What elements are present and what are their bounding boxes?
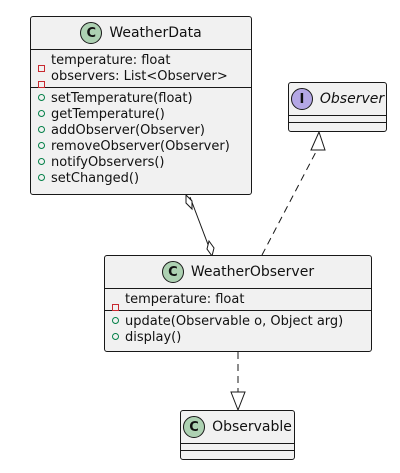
- class-badge-icon: C: [80, 22, 103, 44]
- class-header: C WeatherData: [31, 17, 251, 49]
- class-badge-icon: C: [161, 261, 184, 283]
- public-icon: [37, 138, 45, 154]
- method-row: update(Observable o, Object arg): [111, 313, 365, 329]
- class-header: C Observable: [181, 411, 294, 443]
- methods-section: [289, 122, 386, 129]
- field-text: temperature: float: [125, 291, 245, 307]
- class-name: WeatherObserver: [190, 264, 315, 280]
- method-text: display(): [125, 329, 182, 345]
- public-icon: [37, 154, 45, 170]
- method-text: setChanged(): [51, 170, 140, 186]
- field-text: temperature: float: [51, 52, 171, 68]
- method-text: setTemperature(float): [51, 90, 193, 106]
- field-row: temperature: float: [37, 52, 245, 72]
- class-weatherdata[interactable]: C WeatherData temperature: float observe…: [30, 16, 252, 195]
- public-icon: [111, 329, 119, 345]
- class-name: Observer: [319, 91, 385, 107]
- methods-section: setTemperature(float) getTemperature() a…: [31, 87, 251, 189]
- interface-observer[interactable]: I Observer: [288, 82, 387, 132]
- public-icon: [37, 122, 45, 138]
- method-row: removeObserver(Observer): [37, 138, 245, 154]
- public-icon: [37, 170, 45, 186]
- class-name: Observable: [212, 419, 292, 435]
- class-badge-icon: C: [183, 416, 206, 438]
- public-icon: [37, 90, 45, 106]
- public-icon: [111, 313, 119, 329]
- class-observable[interactable]: C Observable: [180, 410, 295, 460]
- field-text: observers: List<Observer>: [51, 68, 228, 84]
- method-text: notifyObservers(): [51, 154, 165, 170]
- methods-section: [181, 450, 294, 457]
- field-row: observers: List<Observer>: [37, 68, 245, 88]
- class-header: I Observer: [289, 83, 386, 115]
- method-text: addObserver(Observer): [51, 122, 205, 138]
- method-row: setTemperature(float): [37, 90, 245, 106]
- aggregation-diamond-end: [206, 239, 215, 258]
- method-row: addObserver(Observer): [37, 122, 245, 138]
- interface-badge-icon: I: [290, 88, 313, 110]
- fields-section: temperature: float: [105, 288, 371, 311]
- method-row: getTemperature(): [37, 106, 245, 122]
- method-row: notifyObservers(): [37, 154, 245, 170]
- class-weatherobserver[interactable]: C WeatherObserver temperature: float upd…: [104, 255, 372, 352]
- methods-section: update(Observable o, Object arg) display…: [105, 310, 371, 348]
- realization-arrowhead-observer: [310, 130, 326, 151]
- method-text: getTemperature(): [51, 106, 165, 122]
- fields-section: [181, 443, 294, 450]
- realization-line-observer: [261, 147, 319, 256]
- method-text: update(Observable o, Object arg): [125, 313, 344, 329]
- field-row: temperature: float: [111, 291, 365, 311]
- method-row: display(): [111, 329, 365, 345]
- method-row: setChanged(): [37, 170, 245, 186]
- fields-section: temperature: float observers: List<Obser…: [31, 49, 251, 88]
- class-header: C WeatherObserver: [105, 256, 371, 288]
- realization-arrowhead-observable: [230, 391, 246, 412]
- public-icon: [37, 106, 45, 122]
- method-text: removeObserver(Observer): [51, 138, 230, 154]
- fields-section: [289, 115, 386, 122]
- class-name: WeatherData: [109, 25, 202, 41]
- aggregation-diamond: [185, 193, 193, 211]
